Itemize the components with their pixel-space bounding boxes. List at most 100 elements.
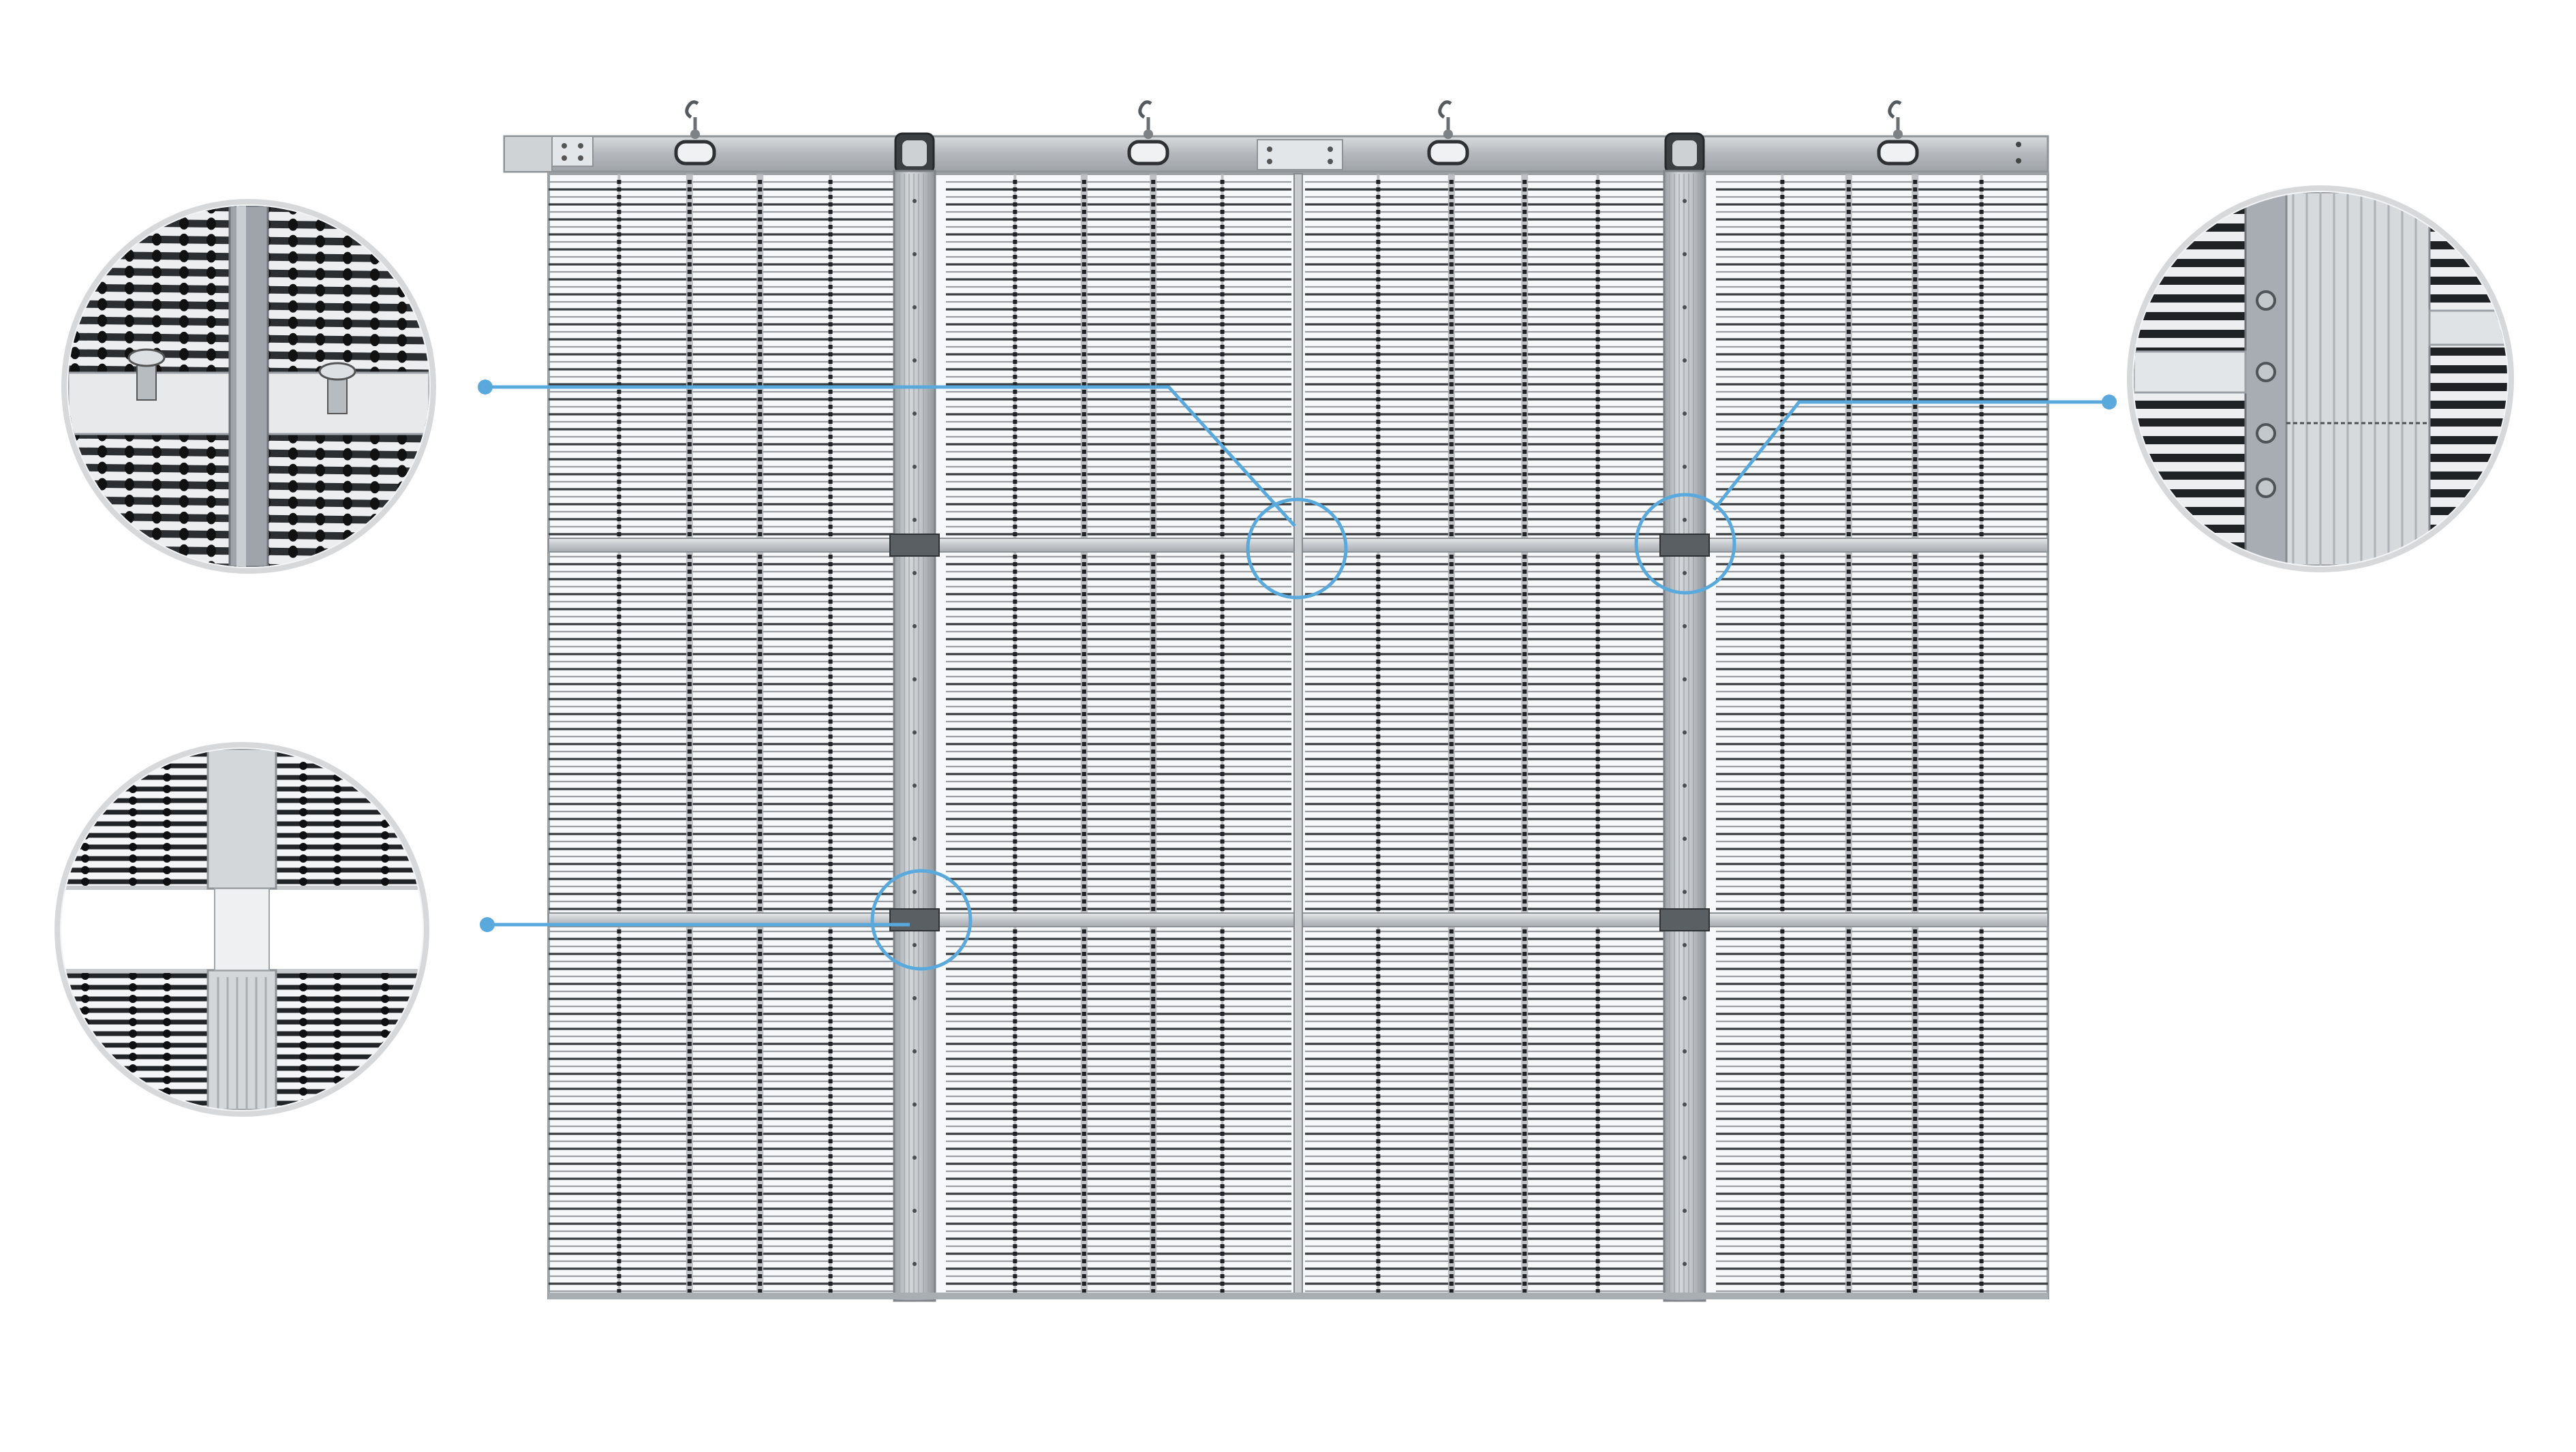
led-pixel: [125, 446, 134, 459]
led-pixel: [1979, 892, 1984, 896]
led-pixel: [1979, 1072, 1984, 1076]
led-pixel: [288, 480, 298, 493]
led-pixel: [1013, 1049, 1017, 1053]
led-pixel: [316, 284, 325, 297]
led-pixel: [1595, 622, 1600, 626]
led-pixel: [687, 787, 692, 791]
led-pixel: [1522, 450, 1527, 454]
led-pixel: [1913, 682, 1918, 686]
led-pixel: [206, 528, 216, 541]
led-pixel: [1151, 1132, 1156, 1136]
led-pixel: [828, 390, 833, 394]
led-pixel: [1082, 180, 1086, 184]
led-pixel: [617, 802, 622, 806]
led-pixel: [687, 180, 692, 184]
led-pixel: [1780, 884, 1785, 889]
led-pixel: [1595, 727, 1600, 731]
led-pixel: [687, 974, 692, 978]
led-pixel: [1220, 989, 1225, 993]
led-pixel: [758, 645, 763, 649]
led-pixel: [687, 1214, 692, 1218]
led-pixel: [1220, 854, 1225, 859]
led-pixel: [1522, 779, 1527, 784]
led-pixel: [1220, 1147, 1225, 1151]
led-pixel: [381, 866, 389, 874]
led-pixel: [1449, 802, 1454, 806]
led-pixel: [333, 785, 341, 793]
led-pixel: [1082, 495, 1086, 499]
led-pixel: [1595, 1027, 1600, 1031]
led-pixel: [1979, 1199, 1984, 1203]
led-pixel: [1979, 794, 1984, 799]
led-pixel: [1846, 1072, 1851, 1076]
led-pixel: [1013, 202, 1017, 206]
led-pixel: [152, 511, 162, 524]
led-pixel: [1522, 225, 1527, 229]
led-pixel: [1846, 997, 1851, 1001]
led-pixel: [1780, 727, 1785, 731]
led-pixel: [1913, 442, 1918, 446]
led-pixel: [343, 206, 352, 215]
zoom-detail-side-lock: [2127, 185, 2514, 572]
led-pixel: [397, 252, 407, 265]
led-pixel: [1595, 1214, 1600, 1218]
led-pixel: [758, 982, 763, 986]
led-pixel: [687, 854, 692, 859]
led-pixel: [1780, 1274, 1785, 1278]
led-pixel: [1979, 764, 1984, 769]
callout-leader-line: [485, 385, 1296, 527]
led-pixel: [1449, 1087, 1454, 1091]
led-pixel: [1376, 884, 1381, 889]
led-pixel: [1151, 967, 1156, 971]
led-pixel: [1595, 382, 1600, 386]
led-pixel: [1522, 187, 1527, 191]
rail-handle-slot: [674, 140, 716, 166]
led-pixel: [1376, 682, 1381, 686]
led-pixel: [1220, 1162, 1225, 1166]
led-pixel: [1449, 862, 1454, 866]
led-pixel: [1376, 1184, 1381, 1188]
led-pixel: [1220, 1154, 1225, 1158]
led-pixel: [1151, 1252, 1156, 1256]
led-pixel: [1082, 337, 1086, 341]
led-pixel: [1082, 322, 1086, 326]
led-pixel: [1082, 1079, 1086, 1083]
led-pixel: [1913, 982, 1918, 986]
led-pixel: [1913, 195, 1918, 199]
led-pixel: [1979, 824, 1984, 829]
vertical-post-highlight: [236, 206, 246, 567]
led-pixel: [299, 843, 307, 851]
led-pixel: [687, 1289, 692, 1293]
led-pixel: [1449, 1162, 1454, 1166]
led-pixel: [1913, 899, 1918, 903]
led-pixel: [125, 298, 134, 311]
led-pixel: [758, 1132, 763, 1136]
led-pixel: [1376, 1237, 1381, 1241]
led-pixel: [687, 525, 692, 529]
led-pixel: [758, 202, 763, 206]
led-pixel: [1979, 952, 1984, 956]
led-pixel: [1780, 495, 1785, 499]
led-pixel: [1449, 450, 1454, 454]
led-pixel: [1595, 899, 1600, 903]
led-pixel: [1979, 1289, 1984, 1293]
led-pixel: [1449, 210, 1454, 214]
led-pixel: [397, 497, 407, 510]
led-pixel: [1846, 307, 1851, 311]
led-pixel: [1449, 645, 1454, 649]
led-pixel: [1979, 1102, 1984, 1106]
led-pixel: [1595, 465, 1600, 469]
led-pixel: [1376, 1042, 1381, 1046]
led-pixel: [1979, 1087, 1984, 1091]
led-pixel: [687, 645, 692, 649]
led-pixel: [687, 832, 692, 836]
led-pixel: [828, 787, 833, 791]
led-pixel: [152, 462, 162, 475]
led-pixel: [333, 1006, 341, 1015]
led-pixel: [687, 1222, 692, 1226]
led-pixel: [1522, 1199, 1527, 1203]
led-pixel: [316, 300, 325, 313]
led-pixel: [1082, 1049, 1086, 1053]
rail-end-cap: [504, 136, 553, 172]
led-pixel: [1082, 450, 1086, 454]
